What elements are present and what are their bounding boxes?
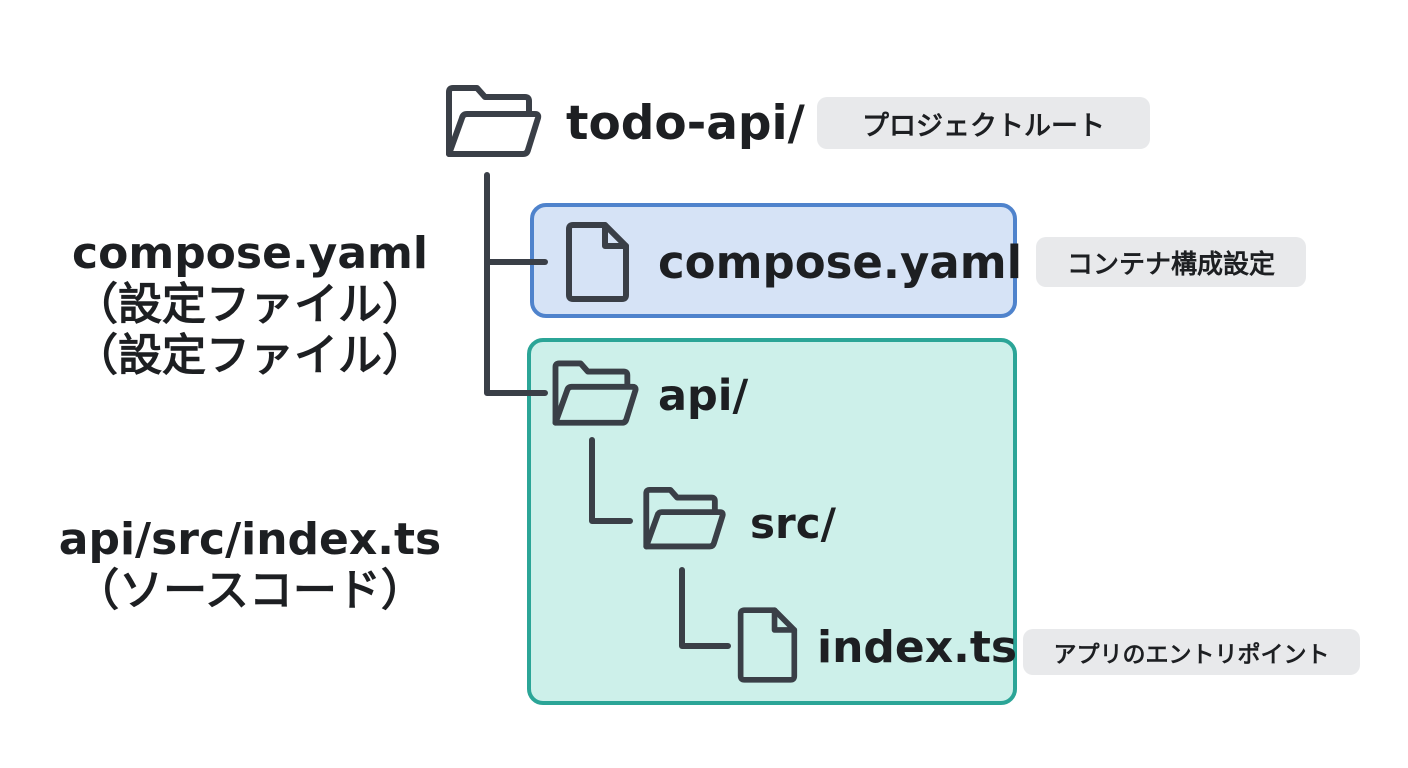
folder-open-icon xyxy=(444,84,542,160)
index-side-label-line2: （ソースコード） xyxy=(75,565,425,617)
src-folder-label: src/ xyxy=(750,499,836,548)
root-tag: プロジェクトルート xyxy=(817,97,1150,149)
compose-side-label-line2: （設定ファイル） xyxy=(74,279,426,331)
index-tag: アプリのエントリポイント xyxy=(1023,629,1360,675)
compose-side-label: compose.yaml （設定ファイル） （設定ファイル） xyxy=(40,228,460,381)
compose-side-label-line3: （設定ファイル） xyxy=(74,330,426,382)
connector-api-src xyxy=(589,437,633,524)
folder-open-icon xyxy=(642,485,726,553)
root-folder-label: todo-api/ xyxy=(566,96,805,151)
index-side-label-line1: api/src/index.ts xyxy=(58,514,442,565)
connector-src-index xyxy=(679,567,731,649)
connector-root-trunk xyxy=(484,172,548,396)
index-side-label: api/src/index.ts （ソースコード） xyxy=(40,514,460,616)
file-icon xyxy=(563,221,631,303)
folder-open-icon xyxy=(551,359,639,429)
index-file-label: index.ts xyxy=(817,622,1018,673)
file-icon xyxy=(735,604,799,686)
api-folder-label: api/ xyxy=(658,371,749,421)
compose-file-label: compose.yaml xyxy=(658,236,1023,289)
compose-side-label-line1: compose.yaml xyxy=(72,228,428,279)
compose-tag: コンテナ構成設定 xyxy=(1036,237,1306,287)
